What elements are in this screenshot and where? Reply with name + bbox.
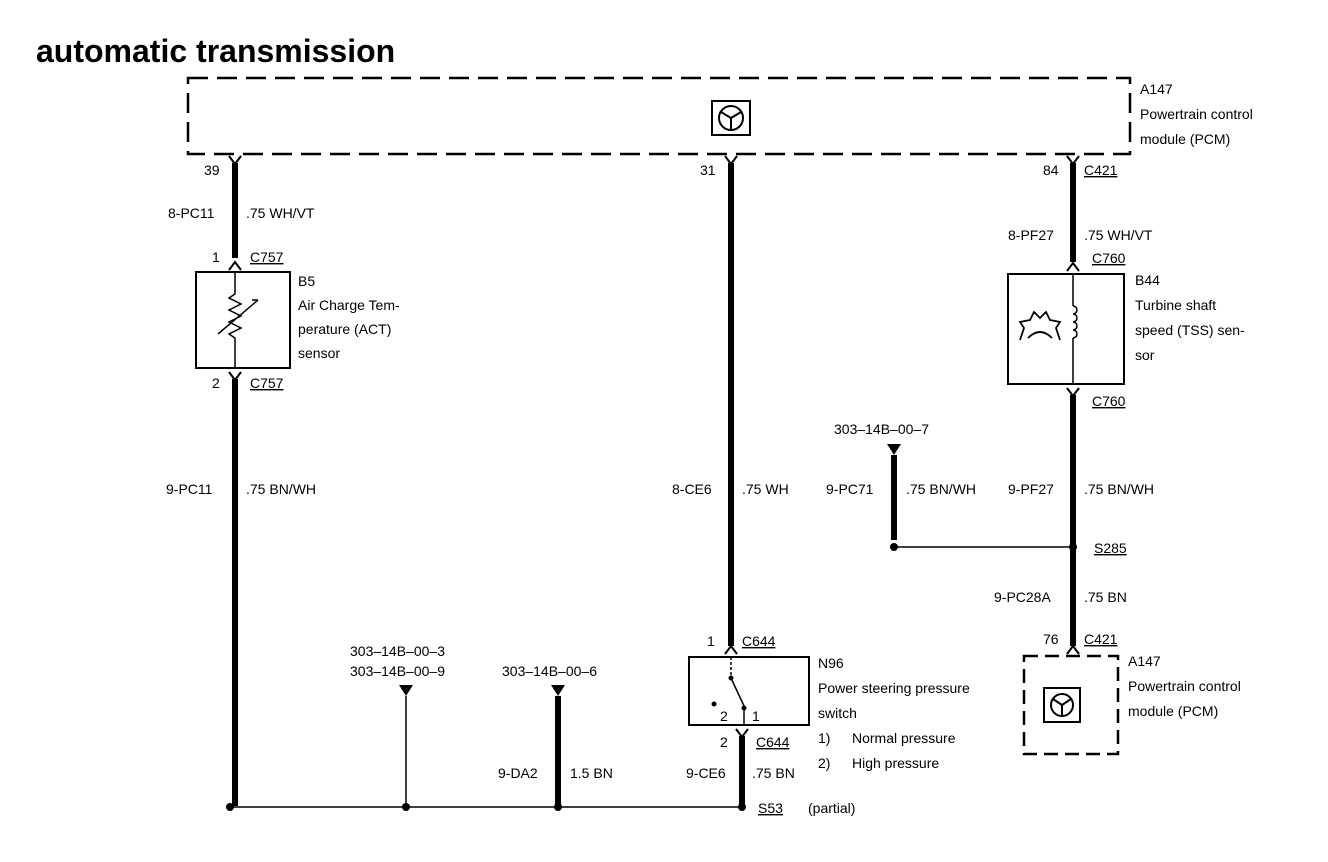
- ps-switch-pos-1: 1: [752, 708, 760, 724]
- wire-9-pc28a-circuit: 9-PC28A: [994, 589, 1051, 605]
- pcm-bottom-name-line1: Powertrain control: [1128, 678, 1241, 694]
- pcm-bottom-chevron: [1066, 644, 1080, 655]
- act-sensor-line2: perature (ACT): [298, 321, 391, 337]
- act-connector-top: C757: [250, 249, 284, 265]
- ref-303-14b-00-6: 303–14B–00–6: [502, 663, 597, 679]
- tss-sensor-box: [1007, 273, 1125, 385]
- pcm-bottom-connector: C421: [1084, 631, 1118, 647]
- splice-dot-s53: [738, 803, 746, 811]
- pcm-pin-31: 31: [700, 162, 716, 178]
- act-connector-bottom: C757: [250, 375, 284, 391]
- tss-sensor-line1: Turbine shaft: [1135, 297, 1216, 313]
- ps-switch-pos-2: 2: [720, 708, 728, 724]
- splice-s53: S53: [758, 800, 783, 816]
- wire-8-pf27-circuit: 8-PF27: [1008, 227, 1054, 243]
- ps-pin-2-chevron: [735, 728, 749, 739]
- act-sensor-id: B5: [298, 273, 315, 289]
- pcm-bottom-box: [1022, 654, 1120, 756]
- wire-9-pc11-spec: .75 BN/WH: [246, 481, 316, 497]
- ps-pin-1: 1: [707, 633, 715, 649]
- wire-8-pc11-spec: .75 WH/VT: [246, 205, 315, 221]
- act-pin-2: 2: [212, 375, 220, 391]
- wire-9-pf27-spec: .75 BN/WH: [1084, 481, 1154, 497]
- tss-connector-top: C760: [1092, 250, 1126, 266]
- tss-connector-bottom: C760: [1092, 393, 1126, 409]
- act-pin-1-chevron: [228, 260, 242, 271]
- pcm-connector-c421-top: C421: [1084, 162, 1118, 178]
- pcm-top-box: [186, 76, 1132, 156]
- pcm-bottom-id: A147: [1128, 653, 1161, 669]
- splice-dot-ref-3-9: [402, 803, 410, 811]
- pcm-top-id: A147: [1140, 81, 1173, 97]
- ps-pin-1-chevron: [724, 644, 738, 655]
- wire-8-pc11-circuit: 8-PC11: [168, 205, 215, 221]
- pcm-bottom-pin: 76: [1043, 631, 1059, 647]
- ref-303-14b-00-7: 303–14B–00–7: [834, 421, 929, 437]
- splice-dot-pc71: [890, 543, 898, 551]
- page-title: automatic transmission: [36, 33, 395, 69]
- ps-connector-top: C644: [742, 633, 776, 649]
- wire-9-da2-spec: 1.5 BN: [570, 765, 613, 781]
- act-sensor-line3: sensor: [298, 345, 340, 361]
- pcm-bottom-icon: [1043, 687, 1081, 723]
- pcm-pin-84: 84: [1043, 162, 1059, 178]
- wire-8-ce6-circuit: 8-CE6: [672, 481, 712, 497]
- pcm-pin-39: 39: [204, 162, 220, 178]
- act-sensor-line1: Air Charge Tem-: [298, 297, 400, 313]
- wire-9-da2-circuit: 9-DA2: [498, 765, 538, 781]
- ps-note-2-text: High pressure: [852, 755, 939, 771]
- ref-3-9-triangle: [399, 685, 413, 696]
- pcm-top-name-line2: module (PCM): [1140, 131, 1230, 147]
- ps-note-2-num: 2): [818, 755, 830, 771]
- pcm-top-name-line1: Powertrain control: [1140, 106, 1253, 122]
- ref-7-triangle: [887, 444, 901, 455]
- wire-9-pc71-spec: .75 BN/WH: [906, 481, 976, 497]
- ps-note-1-num: 1): [818, 730, 830, 746]
- wire-9-pc28a-spec: .75 BN: [1084, 589, 1127, 605]
- splice-s53-note: (partial): [808, 800, 855, 816]
- ref-303-14b-00-9: 303–14B–00–9: [350, 663, 445, 679]
- thermistor-icon: [217, 272, 259, 368]
- tss-pin-bottom-chevron: [1066, 387, 1080, 398]
- wire-8-ce6-spec: .75 WH: [742, 481, 789, 497]
- act-sensor-box: [195, 271, 291, 369]
- wire-9-pc11-circuit: 9-PC11: [166, 481, 213, 497]
- tss-sensor-id: B44: [1135, 272, 1160, 288]
- pcm-bottom-name-line2: module (PCM): [1128, 703, 1218, 719]
- act-pin-2-chevron: [228, 371, 242, 382]
- ps-switch-line1: Power steering pressure: [818, 680, 970, 696]
- wire-9-pc71-circuit: 9-PC71: [826, 481, 874, 497]
- tss-pin-top-chevron: [1066, 261, 1080, 272]
- splice-dot-act: [226, 803, 234, 811]
- wire-8-pf27-spec: .75 WH/VT: [1084, 227, 1153, 243]
- pin-39-chevron: [228, 155, 242, 166]
- ps-note-1-text: Normal pressure: [852, 730, 956, 746]
- splice-dot-s285: [1069, 543, 1077, 551]
- wire-9-ce6-spec: .75 BN: [752, 765, 795, 781]
- pin-84-chevron: [1066, 155, 1080, 166]
- ps-connector-bottom: C644: [756, 734, 790, 750]
- pressure-switch-icon: [711, 657, 747, 725]
- wire-9-pf27-circuit: 9-PF27: [1008, 481, 1054, 497]
- tss-sensor-line2: speed (TSS) sen-: [1135, 322, 1245, 338]
- ps-switch-box: [688, 656, 810, 726]
- ps-switch-id: N96: [818, 655, 844, 671]
- ps-pin-2: 2: [720, 734, 728, 750]
- act-pin-1: 1: [212, 249, 220, 265]
- pin-31-chevron: [724, 155, 738, 166]
- wire-9-ce6-circuit: 9-CE6: [686, 765, 726, 781]
- pcm-top-icon: [711, 100, 751, 136]
- ps-switch-line2: switch: [818, 705, 857, 721]
- speed-sensor-icon: [1018, 274, 1078, 384]
- splice-s285: S285: [1094, 540, 1127, 556]
- ref-303-14b-00-3: 303–14B–00–3: [350, 643, 445, 659]
- tss-sensor-line3: sor: [1135, 347, 1155, 363]
- ref-6-triangle: [551, 685, 565, 696]
- splice-dot-da2: [554, 803, 562, 811]
